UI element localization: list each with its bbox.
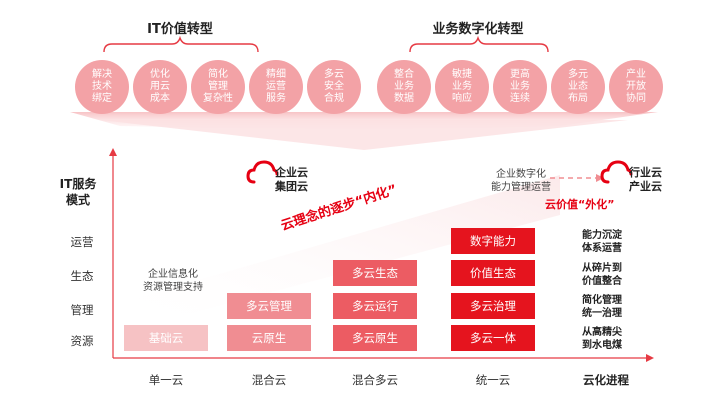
left-brace: [103, 35, 259, 53]
left-group-title: IT价值转型: [147, 22, 213, 37]
fan-tip: [100, 120, 628, 150]
right-note-3: 简化管理 统一治理: [582, 295, 622, 319]
level-eco: 生态: [70, 269, 94, 283]
circle-right-2: 敏捷 业务 响应: [435, 60, 489, 114]
cell-multicloud-eco: 多云生态: [333, 260, 417, 286]
right-note-1: 能力沉淀 体系运营: [582, 230, 622, 254]
right-brace: [409, 35, 549, 53]
industry-cloud-icon: [600, 160, 633, 184]
industry-cloud-label: 行业云 产业云: [629, 166, 662, 193]
level-ops: 运营: [70, 235, 94, 249]
circle-right-3: 更高 业务 连续: [493, 60, 547, 114]
cell-multicloud-governance: 多云治理: [451, 293, 535, 319]
dashed-arrow-head: [596, 174, 604, 182]
level-mgmt: 管理: [70, 303, 94, 317]
x-axis-arrow: [646, 354, 654, 362]
cell-multicloud-native: 多云原生: [333, 325, 417, 351]
circle-right-5: 产业 开放 协同: [609, 60, 663, 114]
circle-left-3: 简化 管理 复杂性: [191, 60, 245, 114]
y-axis-arrow: [109, 148, 117, 156]
digital-ops-note: 企业数字化 能力管理运营: [491, 169, 551, 193]
right-note-2: 从碎片到 价值整合: [582, 263, 622, 287]
stage-hybrid-multi: 混合多云: [352, 373, 398, 387]
cell-digital-capability: 数字能力: [451, 228, 535, 254]
diagonal-band: [130, 175, 560, 330]
cell-basic-cloud: 基础云: [124, 325, 208, 351]
y-axis-title: IT服务 模式: [59, 177, 97, 207]
circle-left-4: 精细 运营 服务: [249, 60, 303, 114]
cell-multicloud-run: 多云运行: [333, 293, 417, 319]
circle-right-1: 整合 业务 数据: [377, 60, 431, 114]
cell-multicloud-mgmt: 多云管理: [227, 293, 311, 319]
cell-cloud-native: 云原生: [227, 325, 311, 351]
stage-hybrid: 混合云: [251, 373, 287, 387]
circle-left-1: 解决 技术 绑定: [75, 60, 129, 114]
level-res: 资源: [70, 334, 94, 348]
circle-right-4: 多元 业态 布局: [551, 60, 605, 114]
x-axis-title: 云化进程: [583, 373, 629, 387]
info-support-note: 企业信息化 资源管理支持: [143, 269, 203, 293]
right-group-title: 业务数字化转型: [432, 22, 524, 37]
right-note-4: 从高精尖 到水电煤: [582, 327, 622, 351]
stage-unified: 统一云: [475, 373, 511, 387]
circle-left-5: 多云 安全 合规: [307, 60, 361, 114]
enterprise-cloud-icon: [246, 160, 279, 184]
external-caption: 云价值“外化”: [545, 198, 615, 211]
cell-multicloud-unified: 多云一体: [451, 325, 535, 351]
enterprise-cloud-label: 企业云 集团云: [275, 166, 308, 193]
circle-left-2: 优化 用云 成本: [133, 60, 187, 114]
cell-value-eco: 价值生态: [451, 260, 535, 286]
stage-single: 单一云: [148, 373, 184, 387]
